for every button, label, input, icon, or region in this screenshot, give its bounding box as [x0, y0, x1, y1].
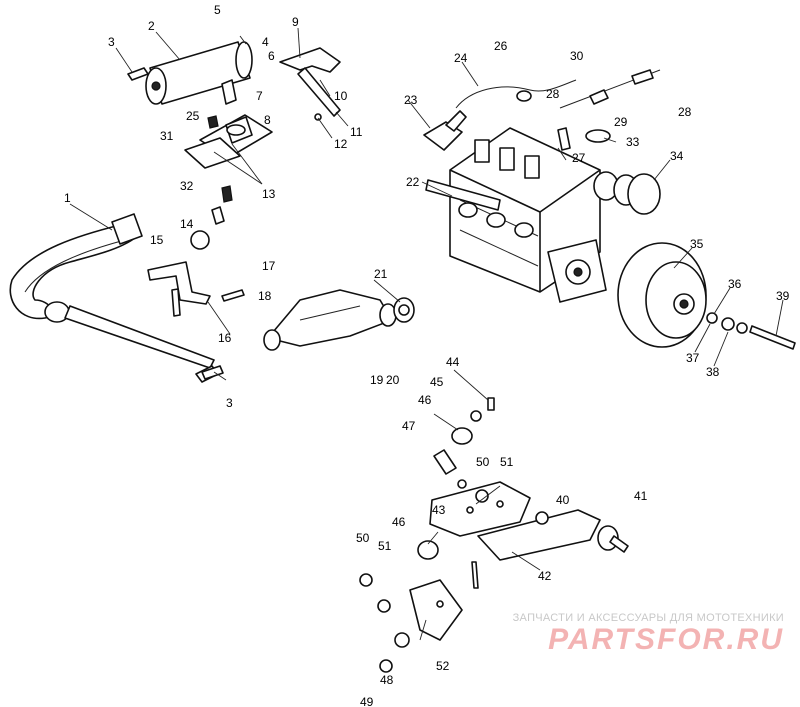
- bracket-16: [147, 261, 211, 317]
- spring-3-bottom: [201, 365, 224, 380]
- callout-51-lower: 51: [378, 539, 392, 553]
- callout-33: 33: [626, 135, 640, 149]
- callout-46-upper: 46: [418, 393, 432, 407]
- callout-7: 7: [256, 89, 263, 103]
- callout-45: 45: [430, 375, 444, 389]
- manifold-18: [263, 289, 397, 351]
- mount-46-lower: [417, 540, 479, 589]
- rubber-mount-46: [433, 427, 473, 475]
- callout-1: 1: [64, 191, 71, 205]
- mount-41: [597, 525, 629, 553]
- callout-24: 24: [454, 51, 468, 65]
- callout-46-lower: 46: [392, 515, 406, 529]
- recoil-starter-housing: [547, 239, 607, 303]
- callout-3-top: 3: [108, 35, 115, 49]
- callout-36: 36: [728, 277, 742, 291]
- callout-10: 10: [334, 89, 348, 103]
- callout-6: 6: [268, 49, 275, 63]
- watermark-subtitle: ЗАПЧАСТИ И АКСЕССУАРЫ ДЛЯ МОТОТЕХНИКИ: [512, 612, 784, 624]
- springs-25-32: [207, 115, 233, 203]
- callout-25: 25: [186, 109, 200, 123]
- muffler: [145, 41, 253, 105]
- callout-20: 20: [386, 373, 400, 387]
- callout-35: 35: [690, 237, 704, 251]
- exhaust-pipe: [9, 213, 143, 323]
- wire-24: [455, 79, 577, 109]
- callout-29: 29: [614, 115, 628, 129]
- bracket-42: [477, 509, 601, 561]
- callout-8: 8: [264, 113, 271, 127]
- callout-11: 11: [350, 125, 363, 139]
- callout-47: 47: [402, 419, 416, 433]
- callout-44: 44: [446, 355, 460, 369]
- callout-13: 13: [262, 187, 276, 201]
- callout-34: 34: [670, 149, 684, 163]
- callout-9: 9: [292, 15, 299, 29]
- spring-3-top: [127, 67, 149, 81]
- callout-40: 40: [556, 493, 570, 507]
- spark-plug-27: [557, 127, 571, 151]
- callout-4: 4: [262, 35, 269, 49]
- callout-41: 41: [634, 489, 648, 503]
- callout-14: 14: [180, 217, 194, 231]
- callout-2: 2: [148, 19, 155, 33]
- gasket-21: [393, 297, 415, 323]
- watermark-brand: PARTSFOR.RU: [548, 623, 784, 656]
- callout-17: 17: [262, 259, 276, 273]
- callout-5: 5: [214, 3, 221, 17]
- mount-bolt-44: [470, 397, 495, 422]
- callout-48: 48: [380, 673, 394, 687]
- connector-26: [516, 90, 532, 102]
- washers-49-51: [359, 573, 410, 673]
- callout-12: 12: [334, 137, 348, 151]
- bolt-17: [221, 289, 245, 302]
- callout-15: 15: [150, 233, 164, 247]
- coil-23: [423, 110, 467, 151]
- leader-lines: [69, 27, 784, 641]
- drive-clutch-35: [617, 242, 707, 348]
- clutch-fasteners-36-39: [706, 312, 796, 350]
- callout-31: 31: [160, 129, 174, 143]
- callout-38: 38: [706, 365, 720, 379]
- callout-28-right: 28: [678, 105, 692, 119]
- callout-22: 22: [406, 175, 420, 189]
- callout-19: 19: [370, 373, 384, 387]
- intake-34: [593, 171, 661, 215]
- watermark: ЗАПЧАСТИ И АКСЕССУАРЫ ДЛЯ МОТОТЕХНИКИ PA…: [513, 612, 784, 656]
- callout-37: 37: [686, 351, 700, 365]
- callout-26: 26: [494, 39, 508, 53]
- callout-52: 52: [436, 659, 450, 673]
- callout-49: 49: [360, 695, 374, 707]
- callout-50-lower: 50: [356, 531, 370, 545]
- cable-30: [559, 69, 661, 109]
- callout-16: 16: [218, 331, 232, 345]
- callout-39: 39: [776, 289, 790, 303]
- tailpipe: [64, 305, 219, 383]
- callout-18: 18: [258, 289, 272, 303]
- cap-33: [585, 129, 611, 143]
- callout-27: 27: [572, 151, 586, 165]
- callout-42: 42: [538, 569, 552, 583]
- mount-plate-43: [429, 481, 531, 537]
- hanger-14-15: [190, 206, 225, 250]
- callout-51-upper: 51: [500, 455, 514, 469]
- bracket-52: [409, 579, 463, 641]
- callout-labels: 1 2 3 3 4 5 6 7 8 9 10 11 12 13 14 15 16…: [64, 3, 790, 707]
- callout-23: 23: [404, 93, 418, 107]
- callout-32: 32: [180, 179, 194, 193]
- callout-43: 43: [432, 503, 446, 517]
- nut-40: [535, 511, 549, 525]
- fasteners-50-51-upper: [457, 479, 489, 503]
- callout-3-bottom: 3: [226, 396, 233, 410]
- callout-28-left: 28: [546, 87, 560, 101]
- callout-21: 21: [374, 267, 388, 281]
- callout-50-upper: 50: [476, 455, 490, 469]
- callout-30: 30: [570, 49, 584, 63]
- mount-brackets-9-10: [279, 47, 341, 121]
